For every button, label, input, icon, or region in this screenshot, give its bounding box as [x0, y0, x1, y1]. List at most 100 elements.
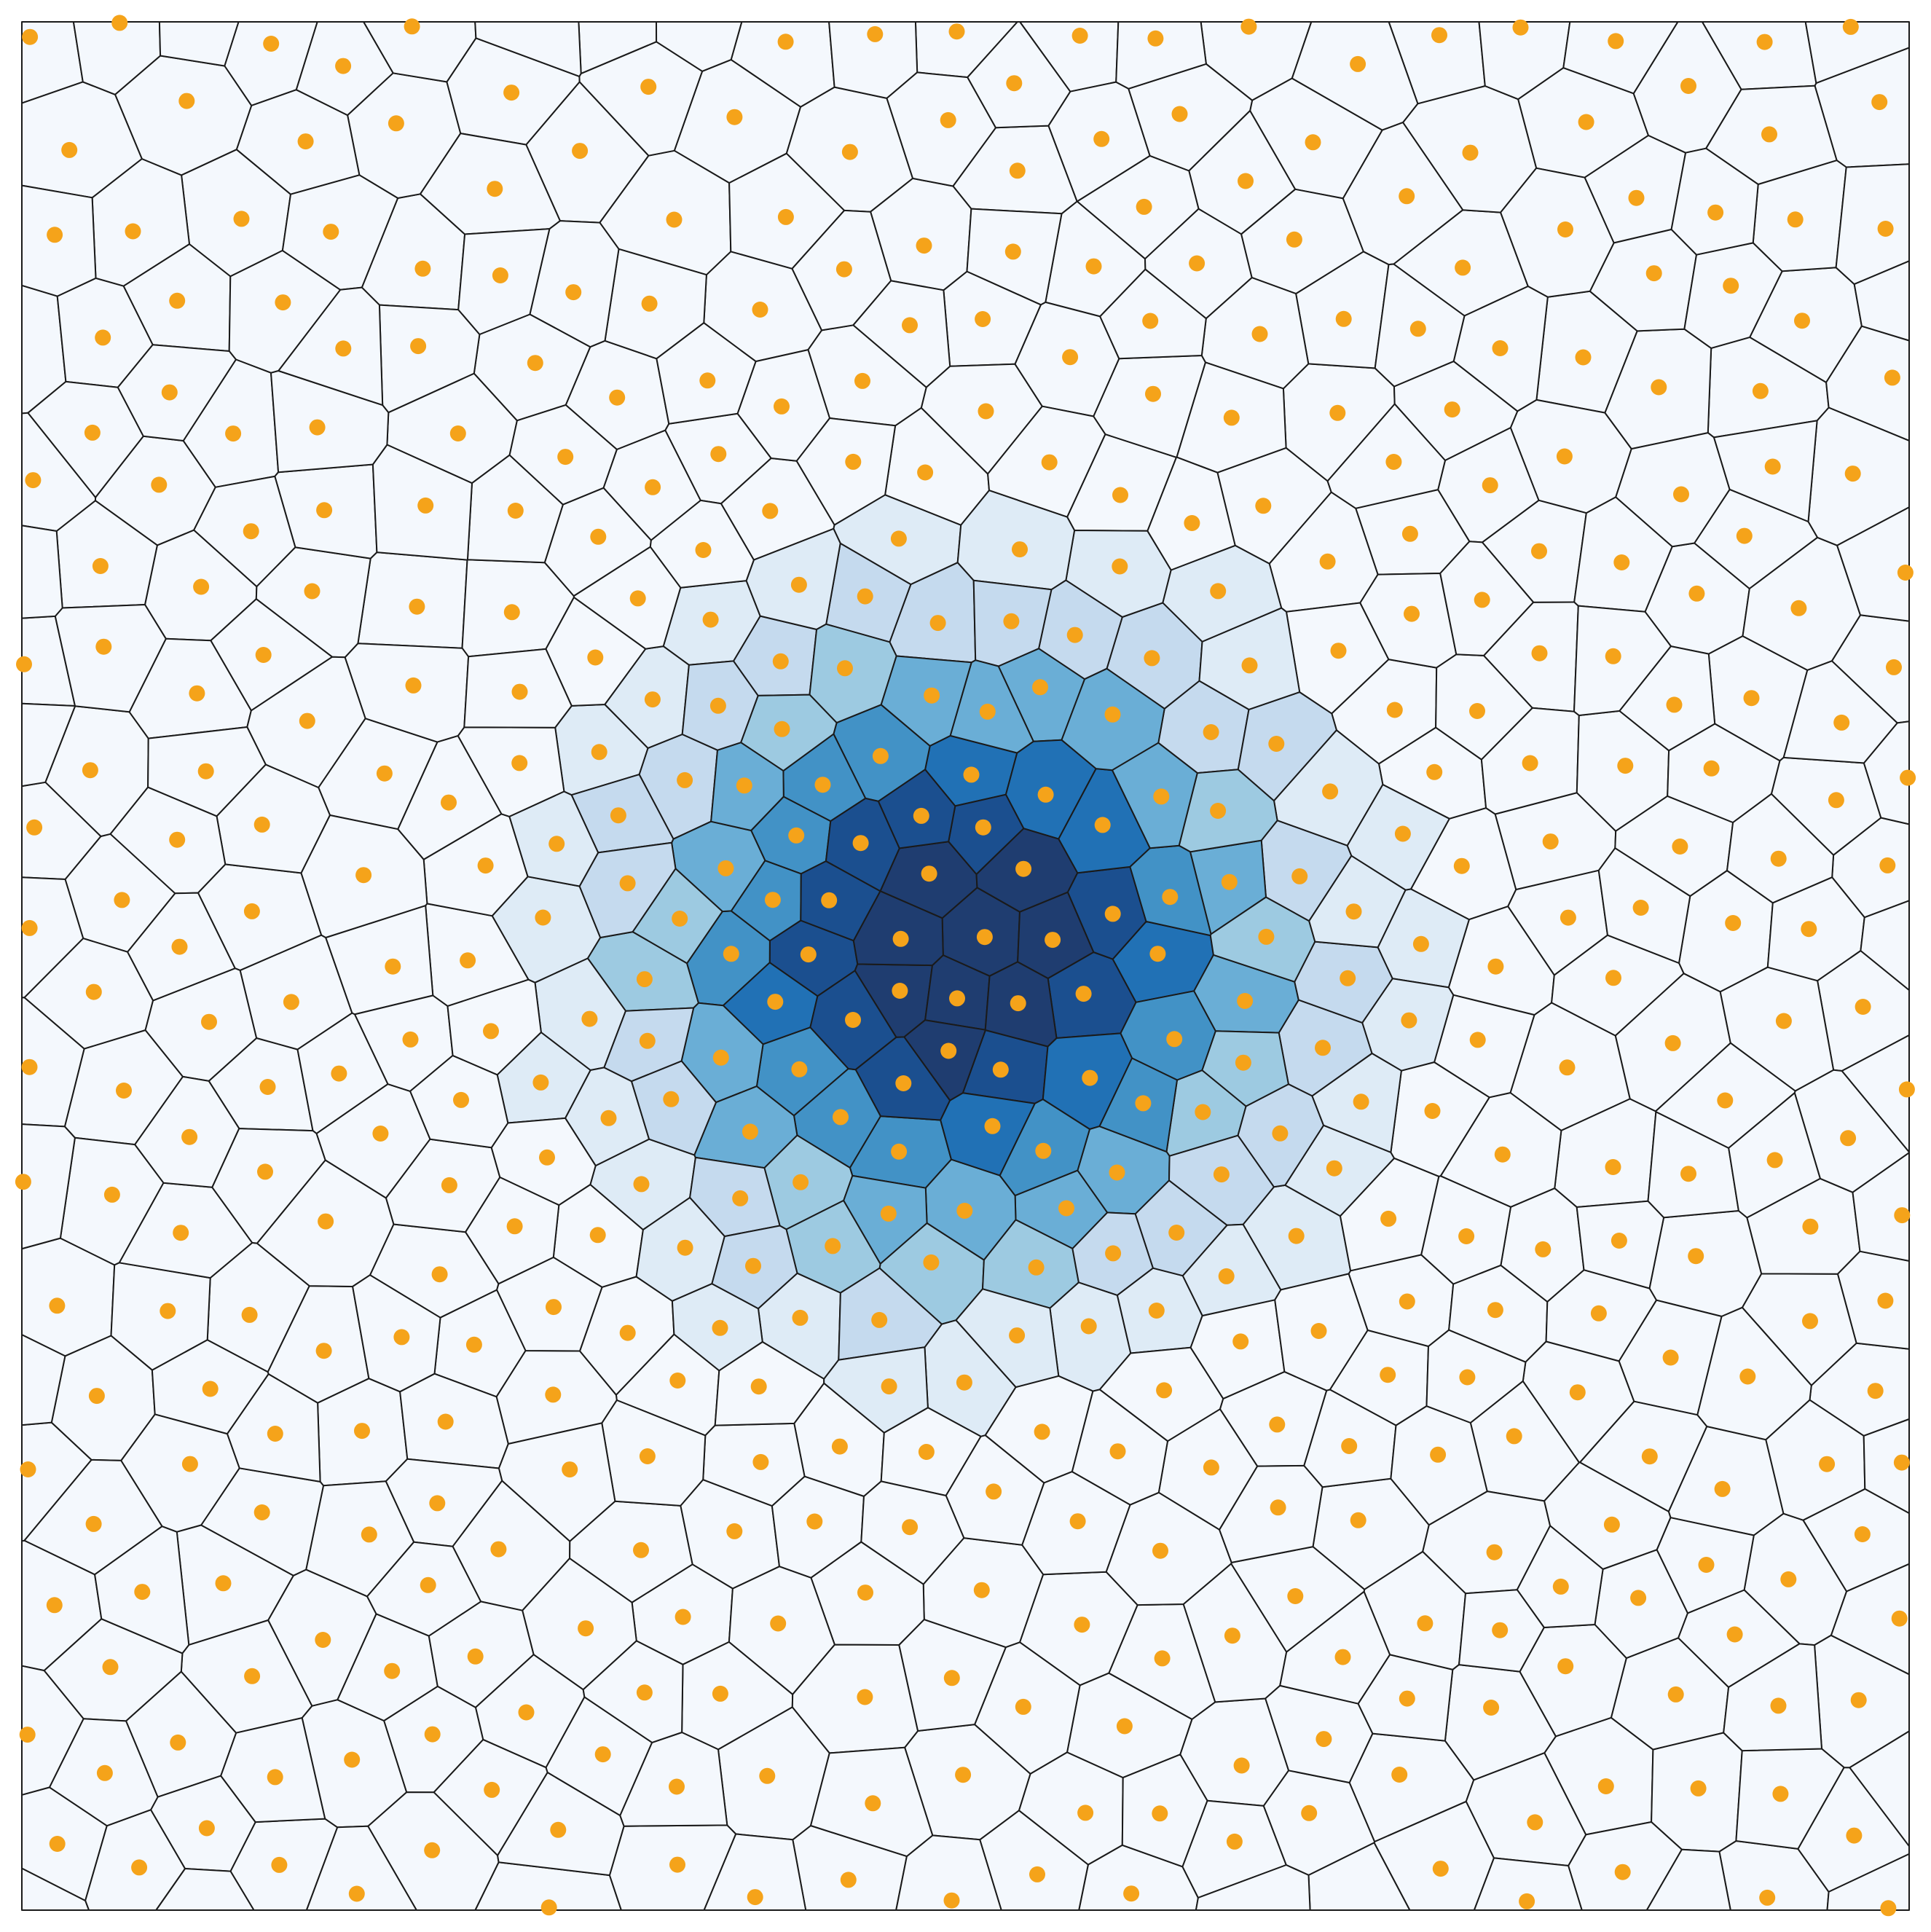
site-marker [1066, 627, 1083, 643]
site-marker [85, 983, 102, 1000]
site-marker [22, 28, 39, 45]
site-marker [460, 952, 476, 969]
site-marker [1886, 659, 1902, 675]
voronoi-cell [1723, 1643, 1822, 1752]
site-marker [639, 1032, 656, 1049]
site-marker [619, 1324, 636, 1341]
site-marker [1330, 643, 1347, 659]
site-marker [1632, 900, 1649, 916]
site-marker [197, 763, 214, 780]
site-marker [940, 1042, 957, 1059]
site-marker [402, 1031, 419, 1048]
site-marker [1399, 188, 1415, 205]
site-marker [1032, 679, 1048, 696]
site-marker [103, 1186, 120, 1203]
site-marker [1034, 1424, 1050, 1440]
site-marker [1082, 1069, 1098, 1086]
site-marker [1391, 1767, 1408, 1783]
site-marker [675, 1609, 691, 1625]
site-marker [923, 1254, 940, 1271]
site-marker [318, 1213, 334, 1230]
site-marker [1255, 498, 1272, 514]
site-marker [1556, 448, 1573, 465]
site-marker [1156, 1382, 1173, 1399]
site-marker [1894, 1207, 1911, 1224]
site-marker [924, 687, 940, 704]
site-marker [1010, 995, 1026, 1012]
site-marker [1867, 1383, 1884, 1399]
site-marker [1353, 1093, 1369, 1110]
site-marker [717, 860, 734, 876]
site-marker [102, 1659, 119, 1676]
site-marker [640, 79, 657, 95]
site-marker [792, 1309, 809, 1326]
site-marker [1605, 1159, 1621, 1175]
site-marker [1153, 788, 1170, 805]
site-marker [1399, 1293, 1415, 1310]
voronoi-cell [1735, 1748, 1845, 1850]
voronoi-cell [155, 1868, 255, 1911]
site-marker [1630, 1590, 1647, 1606]
site-marker [323, 224, 339, 240]
site-marker [1844, 466, 1861, 482]
site-marker [1269, 1416, 1286, 1433]
site-marker [1171, 106, 1188, 122]
site-marker [181, 1128, 198, 1145]
site-marker [742, 1123, 758, 1140]
site-marker [85, 1515, 102, 1532]
site-marker [1417, 1615, 1433, 1632]
site-marker [1145, 385, 1161, 402]
site-marker [1680, 1166, 1696, 1182]
site-marker [790, 576, 807, 593]
site-marker [1474, 592, 1490, 608]
site-marker [1149, 946, 1166, 962]
site-marker [267, 1769, 283, 1786]
site-marker [309, 419, 326, 436]
voronoi-cell [1645, 1848, 1731, 1911]
site-marker [20, 1461, 36, 1477]
site-marker [1385, 454, 1402, 470]
site-marker [562, 1461, 578, 1478]
site-marker [841, 144, 858, 160]
voronoi-cell [1433, 994, 1535, 1099]
voronoi-cell [573, 546, 682, 650]
site-marker [441, 1177, 457, 1193]
site-marker [1673, 486, 1689, 503]
site-marker [1148, 1303, 1165, 1319]
voronoi-cell [1500, 167, 1615, 298]
site-marker [880, 1205, 897, 1222]
voronoi-cell [1115, 21, 1207, 90]
site-marker [764, 892, 781, 908]
site-marker [134, 1584, 151, 1601]
site-marker [1897, 565, 1914, 581]
site-marker [984, 1118, 1001, 1134]
site-marker [644, 691, 661, 708]
site-marker [49, 1297, 66, 1314]
site-marker [1168, 1225, 1185, 1241]
site-marker [1522, 755, 1538, 771]
site-marker [1519, 1893, 1535, 1909]
site-marker [1094, 817, 1111, 833]
voronoi-cell [278, 286, 384, 407]
site-marker [975, 819, 991, 836]
site-marker [540, 1899, 557, 1916]
site-marker [589, 1227, 606, 1244]
site-marker [814, 777, 831, 793]
site-marker [1426, 763, 1443, 780]
site-marker [46, 1597, 63, 1614]
site-marker [710, 446, 727, 463]
site-marker [948, 23, 965, 40]
site-marker [1759, 1889, 1776, 1906]
voronoi-cell [1853, 260, 1910, 342]
site-marker [263, 36, 280, 52]
site-marker [1672, 839, 1688, 855]
site-marker [918, 1444, 935, 1460]
site-marker [1725, 915, 1742, 931]
site-marker [1664, 1034, 1681, 1051]
site-marker [800, 946, 817, 963]
site-marker [1152, 1542, 1168, 1559]
voronoi-cell [1826, 1853, 1910, 1911]
site-marker [1608, 33, 1624, 50]
site-marker [355, 867, 372, 884]
